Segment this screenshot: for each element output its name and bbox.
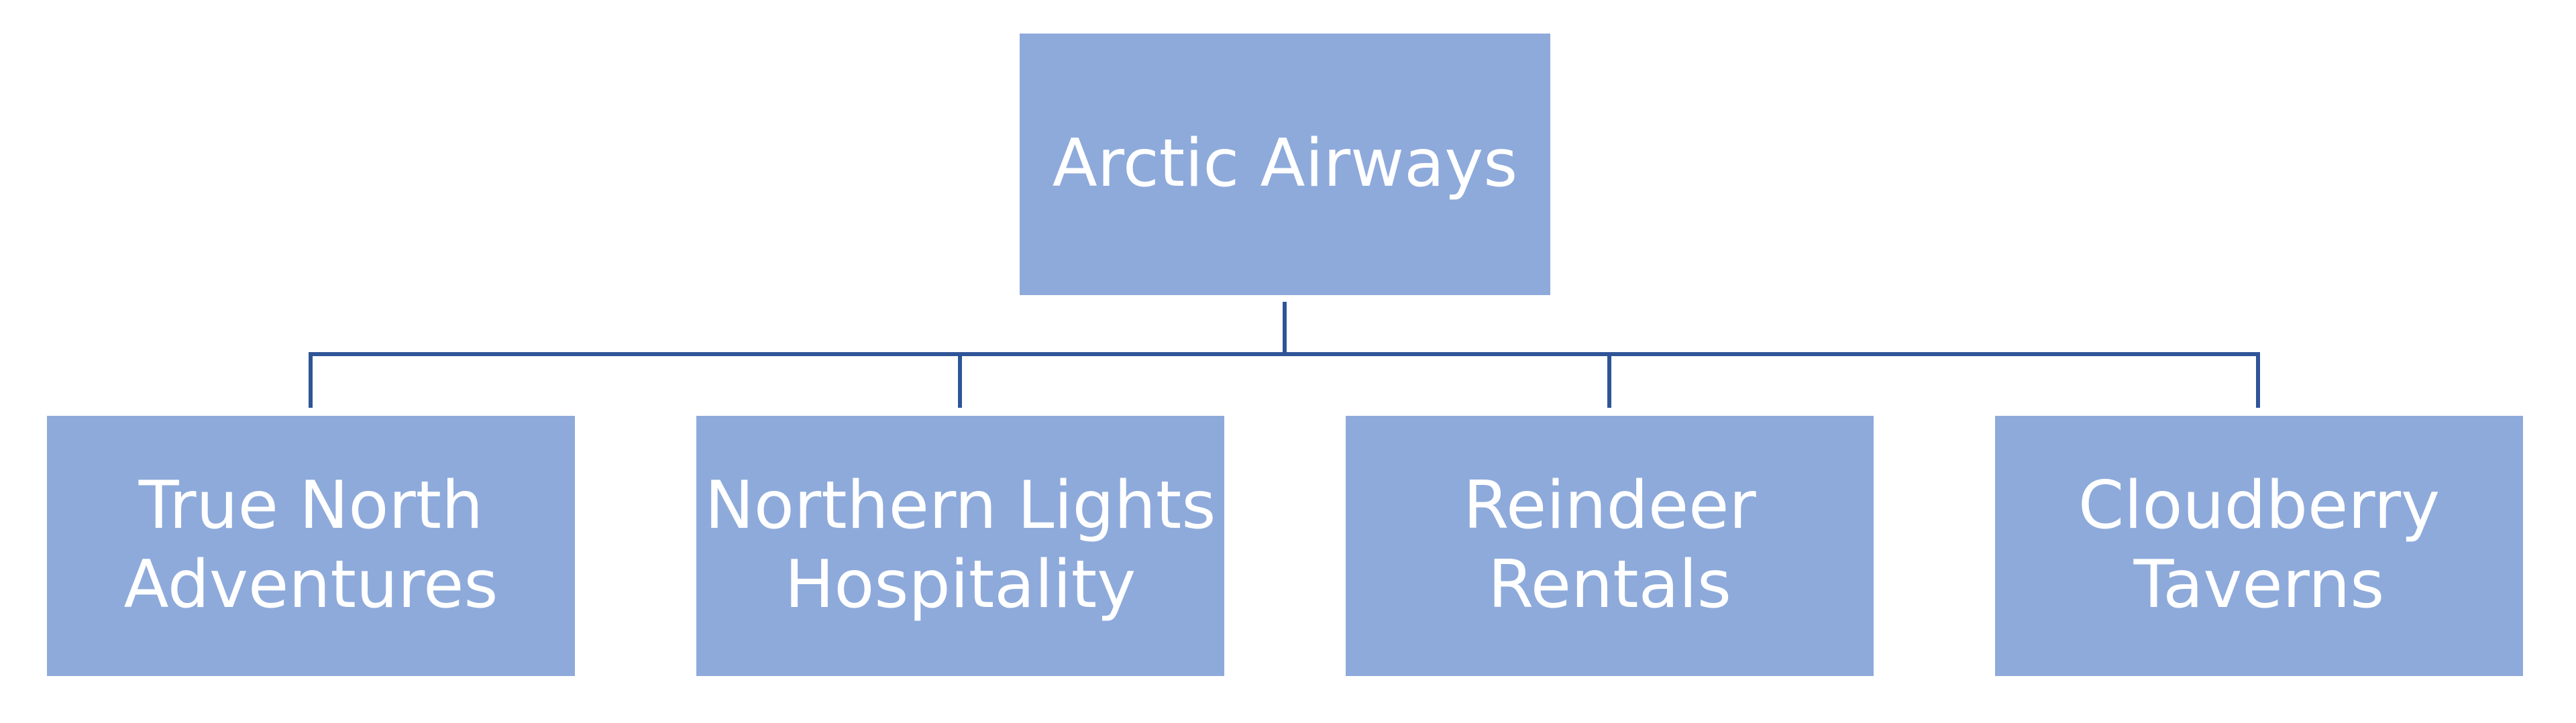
node-label: Northern Lights Hospitality [704, 467, 1216, 623]
node-cloudberry-taverns: Cloudberry Taverns [1995, 416, 2523, 676]
node-reindeer-rentals: Reindeer Rentals [1346, 416, 1874, 676]
node-label: True North Adventures [123, 467, 498, 623]
node-label: Arctic Airways [1052, 125, 1518, 203]
node-label: Reindeer Rentals [1463, 467, 1756, 623]
node-true-north-adventures: True North Adventures [47, 416, 575, 676]
node-arctic-airways: Arctic Airways [1020, 34, 1550, 295]
node-label: Cloudberry Taverns [2078, 467, 2440, 623]
node-northern-lights-hospitality: Northern Lights Hospitality [696, 416, 1224, 676]
